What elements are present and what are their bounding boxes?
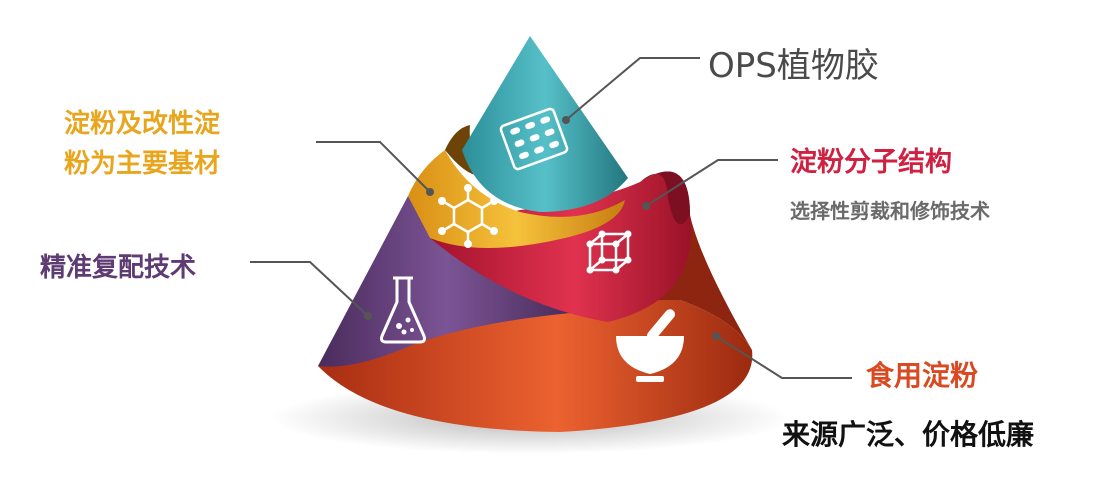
layer-red [430,171,691,322]
connector-base [316,141,431,193]
connector-dot-ops [562,116,570,124]
molecule-ring-icon [438,184,498,248]
layer-yellow [408,150,625,248]
label-starch-base: 淀粉及改性淀 粉为主要基材 [64,104,220,184]
label-molecular-structure-sub: 选择性剪裁和修饰技术 [790,199,990,223]
label-precise-blending: 精准复配技术 [40,253,197,283]
connector-blend [250,261,369,317]
layer-teal [462,36,628,212]
label-starch-base-line1: 淀粉及改性淀 [64,109,221,139]
connector-dot-molecule [642,202,650,210]
connector-dot-blend [364,312,372,320]
label-molecular-structure: 淀粉分子结构 [790,147,952,178]
connector-ops [565,57,700,121]
connector-food [715,335,852,379]
mortar-pestle-icon [616,309,684,382]
layer-orange-inner [600,215,752,350]
connector-dot-food [712,332,720,340]
layer-red-inner [640,171,690,225]
cube-structure-icon [586,230,632,274]
connector-molecule [645,159,778,207]
pill-blister-icon [499,107,569,171]
label-starch-base-line2: 粉为主要基材 [64,149,221,179]
label-edible-starch: 食用淀粉 [866,359,979,392]
label-ops-gum: OPS植物胶 [708,46,879,86]
connector-dot-base [426,188,434,196]
layer-purple [318,196,605,367]
flask-icon [380,276,426,344]
label-edible-starch-sub: 来源广泛、价格低廉 [782,418,1035,451]
